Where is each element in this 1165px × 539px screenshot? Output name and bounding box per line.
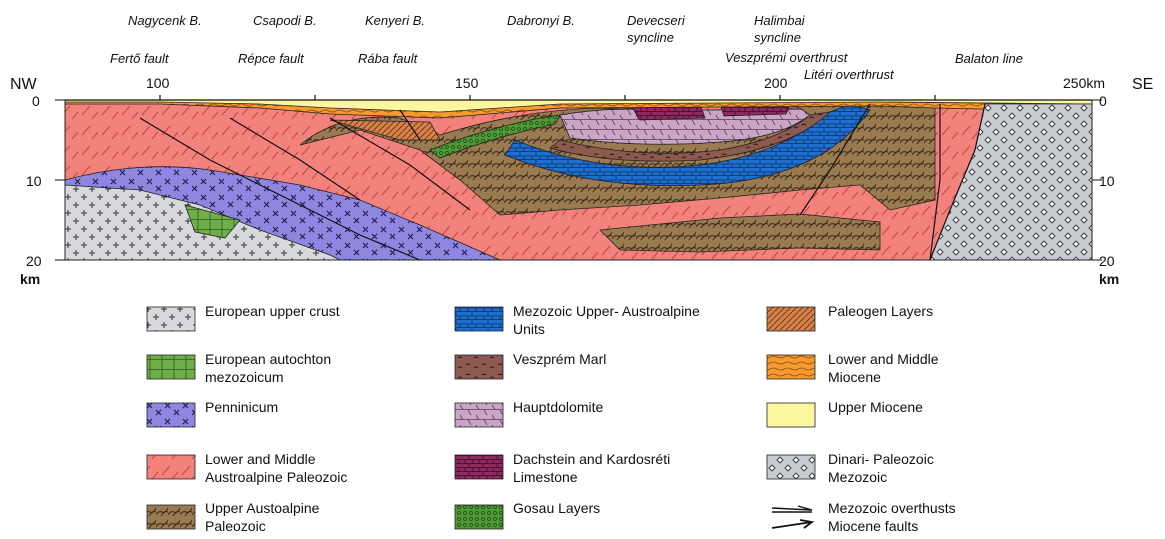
fault-label-ferto: Fertő fault (110, 51, 170, 66)
legend-item-hauptdolomite: Hauptdolomite (455, 399, 603, 427)
syncline-label-devecseri-1: Devecseri (627, 13, 686, 28)
svg-text:Mezozoic: Mezozoic (828, 469, 887, 485)
depth-tick-left-10: 10 (26, 173, 42, 189)
syncline-label-devecseri-2: syncline (627, 30, 674, 45)
distance-tick-150: 150 (455, 75, 479, 91)
legend-item-dinari-paleozoic-mezozoic: Dinari- Paleozoic Mezozoic (767, 451, 934, 485)
svg-text:Veszprém Marl: Veszprém Marl (513, 351, 606, 367)
fault-label-balaton: Balaton line (955, 51, 1023, 66)
basin-label-nagycenk: Nagycenk B. (128, 13, 202, 28)
legend-item-european-upper-crust: European upper crust (147, 303, 340, 331)
svg-text:Upper Miocene: Upper Miocene (828, 399, 923, 415)
fault-label-veszpremi: Veszprémi overthrust (725, 50, 849, 65)
depth-tick-right-20: 20 (1099, 253, 1115, 269)
depth-unit-right: km (1099, 271, 1119, 287)
legend-item-dachstein-kardosreti: Dachstein and Kardosréti Limestone (455, 451, 670, 485)
depth-tick-left-20: 20 (26, 253, 42, 269)
legend-item-mezozoic-overthrusts-miocene-faults: Mezozoic overthusts Miocene faults (772, 500, 956, 534)
svg-text:Paleozoic: Paleozoic (205, 518, 266, 534)
legend-item-lower-middle-austroalpine: Lower and Middle Austroalpine Paleozoic (147, 451, 347, 485)
svg-text:Gosau Layers: Gosau Layers (513, 500, 600, 516)
basin-label-csapodi: Csapodi B. (253, 13, 317, 28)
svg-text:Mezozoic overthusts: Mezozoic overthusts (828, 500, 956, 516)
svg-text:Penninicum: Penninicum (205, 399, 278, 415)
depth-tick-left-0: 0 (32, 93, 40, 109)
svg-text:Miocene faults: Miocene faults (828, 518, 918, 534)
legend: European upper crust European autochton … (147, 303, 956, 534)
fault-label-literi: Litéri overthrust (804, 67, 895, 82)
svg-text:Miocene: Miocene (828, 369, 881, 385)
syncline-label-halimbai-2: syncline (754, 30, 801, 45)
cross-section (55, 95, 1102, 260)
svg-text:Austroalpine Paleozoic: Austroalpine Paleozoic (205, 469, 347, 485)
distance-tick-250: 250km (1063, 75, 1105, 91)
fault-label-repce: Répce fault (238, 51, 305, 66)
svg-text:Dinari- Paleozoic: Dinari- Paleozoic (828, 451, 934, 467)
section-top-axis (65, 95, 1092, 100)
syncline-label-halimbai-1: Halimbai (754, 13, 806, 28)
orientation-se: SE (1132, 76, 1153, 93)
legend-item-penninicum: Penninicum (147, 399, 278, 427)
basin-label-dabronyi: Dabronyi B. (507, 13, 575, 28)
svg-text:Units: Units (513, 321, 545, 337)
svg-text:Mezozoic Upper- Austroalpine: Mezozoic Upper- Austroalpine (513, 303, 700, 319)
legend-item-veszprem-marl: Veszprém Marl (455, 351, 606, 379)
legend-item-paleogen-layers: Paleogen Layers (767, 303, 933, 331)
fault-label-raba: Rába fault (358, 51, 419, 66)
svg-text:Limestone: Limestone (513, 469, 578, 485)
distance-tick-200: 200 (764, 75, 788, 91)
legend-item-european-autochton: European autochton mezozoicum (147, 351, 331, 385)
svg-text:Paleogen Layers: Paleogen Layers (828, 303, 933, 319)
depth-tick-right-0: 0 (1099, 93, 1107, 109)
legend-item-lower-middle-miocene: Lower and Middle Miocene (767, 351, 939, 385)
distance-tick-100: 100 (146, 75, 170, 91)
fault-arrow-icon (772, 520, 812, 528)
svg-text:Hauptdolomite: Hauptdolomite (513, 399, 603, 415)
legend-item-upper-miocene: Upper Miocene (767, 399, 923, 427)
svg-text:European autochton: European autochton (205, 351, 331, 367)
depth-tick-right-10: 10 (1099, 173, 1115, 189)
svg-text:Lower and Middle: Lower and Middle (828, 351, 939, 367)
orientation-nw: NW (10, 76, 38, 93)
legend-item-upper-austoalpine: Upper Austoalpine Paleozoic (147, 500, 320, 534)
svg-text:European upper crust: European upper crust (205, 303, 340, 319)
svg-text:Upper Austoalpine: Upper Austoalpine (205, 500, 320, 516)
legend-item-mezozoic-upper-austroalpine: Mezozoic Upper- Austroalpine Units (455, 303, 700, 337)
overthrust-arrow-icon (772, 506, 812, 512)
svg-text:Dachstein and Kardosréti: Dachstein and Kardosréti (513, 451, 670, 467)
svg-text:mezozoicum: mezozoicum (205, 369, 284, 385)
legend-item-gosau-layers: Gosau Layers (455, 500, 600, 529)
svg-text:Lower and Middle: Lower and Middle (205, 451, 316, 467)
depth-unit-left: km (20, 271, 40, 287)
basin-label-kenyeri: Kenyeri B. (365, 13, 425, 28)
